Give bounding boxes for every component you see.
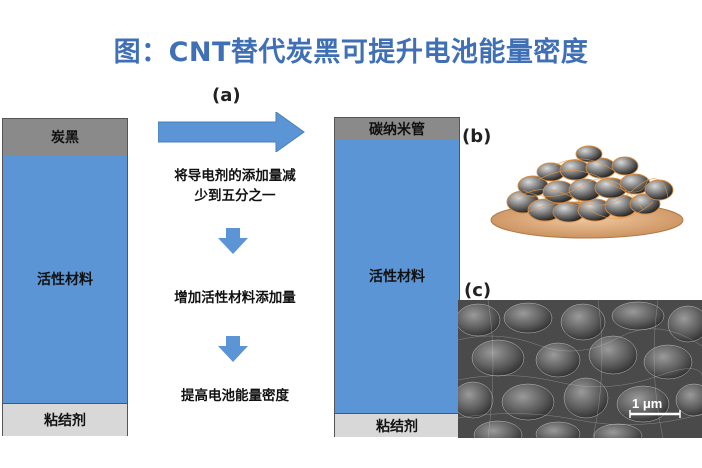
label-b: (b) [462,126,492,147]
label-c: (c) [464,280,492,301]
right-cnt-label: 碳纳米管 [369,121,425,138]
down-arrow-icon-1 [218,228,248,254]
left-carbon-black-segment: 炭黑 [3,119,127,156]
left-composition-column: 炭黑 活性材料 粘结剂 [2,118,128,436]
cnt-particles-illustration [490,145,684,239]
step2-text: 增加活性材料添加量 [174,290,296,306]
left-active-material-label: 活性材料 [37,272,93,288]
right-cnt-segment: 碳纳米管 [335,118,459,140]
right-binder-segment: 粘结剂 [335,413,459,437]
step1-line1: 将导电剂的添加量减 [174,168,296,184]
right-binder-label: 粘结剂 [376,418,418,435]
step3-text: 提高电池能量密度 [181,388,289,404]
left-binder-segment: 粘结剂 [3,403,127,436]
left-carbon-black-label: 炭黑 [51,130,79,146]
right-active-material-label: 活性材料 [369,269,425,285]
step1-line2: 少到五分之一 [194,188,276,204]
page-title: 图：CNT替代炭黑可提升电池能量密度 [113,37,589,68]
right-arrow-icon [158,112,305,152]
left-active-material-segment: 活性材料 [3,155,127,403]
right-active-material-segment: 活性材料 [335,139,459,413]
sem-micrograph: 1 μm [458,300,702,438]
label-a: (a) [212,85,241,106]
right-composition-column: 碳纳米管 活性材料 粘结剂 [334,117,460,437]
step1-text: 将导电剂的添加量减 少到五分之一 [150,166,320,206]
down-arrow-icon-2 [218,336,248,362]
sem-image [458,300,702,438]
left-binder-label: 粘结剂 [44,413,86,429]
scale-bar-label: 1 μm [632,396,663,411]
